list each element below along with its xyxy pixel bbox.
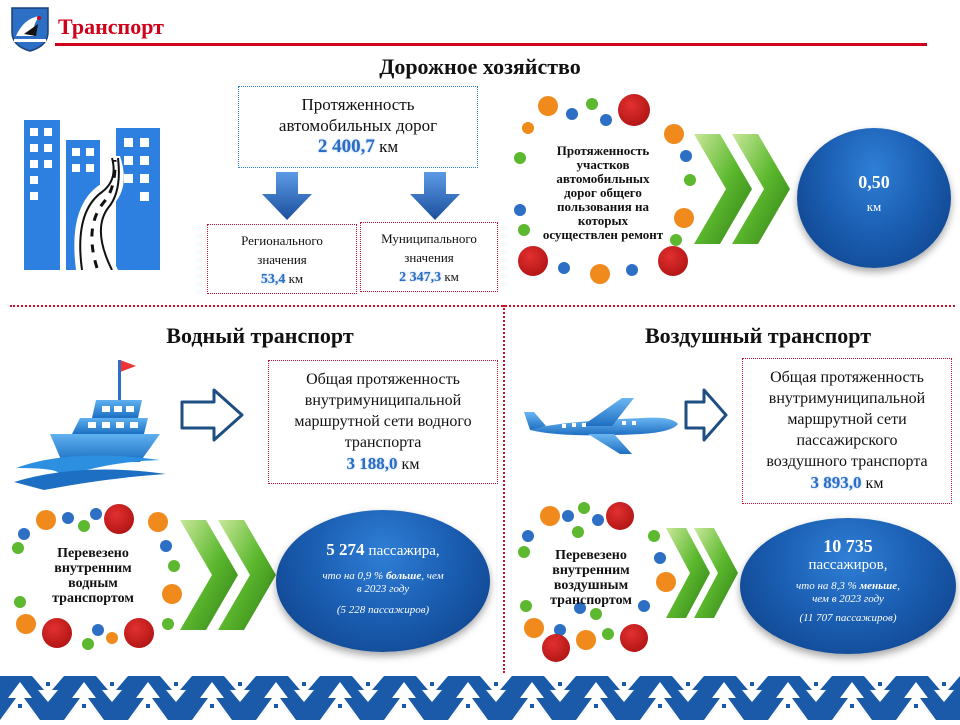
road-length-line1: Протяженность [301,95,415,114]
water-compare-word: больше [385,570,422,582]
down-arrow-icon [262,172,312,225]
repair-value-circle: 0,50 км [797,128,951,268]
water-route-box: Общая протяженность внутримуниципальной … [268,360,498,484]
road-length-value: 2 400,7 [317,136,375,157]
city-road-illustration [18,108,168,271]
outline-arrow-icon [180,388,246,447]
repair-dots-ring [508,86,698,286]
municipal-value: 2 347,3 [399,270,442,285]
air-route-unit: км [865,475,884,492]
repair-value: 0,50 [858,172,890,192]
regional-unit: км [288,271,304,286]
water-section-title: Водный транспорт [166,323,354,348]
air-passengers-unit: пассажиров, [808,557,888,573]
coat-of-arms-logo [10,6,50,52]
airplane-icon [522,396,682,461]
water-route-unit: км [401,456,420,473]
down-arrow-icon [410,172,460,225]
column-divider [503,305,505,673]
regional-line1: Регионального [241,233,323,248]
water-passengers-circle: 5 274 пассажира, что на 0,9 % больше, че… [276,510,490,652]
outline-arrow-icon [684,388,728,447]
ship-icon [10,350,170,490]
water-ring-label: Перевезено внутренним водным транспортом [52,546,134,606]
regional-roads-box: Регионального значения 53,4 км [207,224,357,294]
repair-label: Протяженность участков автомобильных дор… [542,143,664,242]
ornament-footer [0,676,960,720]
municipal-line2: значения [404,250,454,265]
title-underline [55,43,927,46]
regional-value: 53,4 [260,272,286,287]
air-passengers-circle: 10 735 пассажиров, что на 8,3 % меньше, … [740,518,956,654]
road-length-line2: автомобильных дорог [278,116,438,135]
air-ring-label: Перевезено внутренним воздушным транспор… [550,548,632,608]
municipal-line1: Муниципального [381,231,477,246]
water-passengers-unit: пассажира, [368,543,440,559]
air-route-box: Общая протяженность внутримуниципальной … [742,358,952,504]
road-length-unit: км [379,137,399,156]
water-passengers-value: 5 274 [326,540,365,559]
green-chevron-icon [180,520,276,635]
air-compare-word: меньше [859,580,898,592]
page-title: Транспорт [58,14,164,39]
water-dots-ring [8,500,188,660]
section-divider [10,305,955,307]
green-chevron-icon [694,134,790,249]
water-route-value: 3 188,0 [346,454,398,473]
repair-unit: км [866,199,882,214]
regional-line2: значения [257,252,307,267]
water-prev: (5 228 пассажиров) [336,604,430,616]
road-section-title: Дорожное хозяйство [379,54,581,79]
air-dots-ring [514,496,676,666]
air-passengers-value: 10 735 [823,536,873,556]
air-prev: (11 707 пассажиров) [799,612,897,624]
air-section-title: Воздушный транспорт [644,323,872,348]
municipal-roads-box: Муниципального значения 2 347,3 км [360,222,498,292]
air-route-value: 3 893,0 [810,473,862,492]
green-chevron-icon [666,528,738,623]
road-length-box: Протяженность автомобильных дорог 2 400,… [238,86,478,168]
municipal-unit: км [444,269,459,284]
